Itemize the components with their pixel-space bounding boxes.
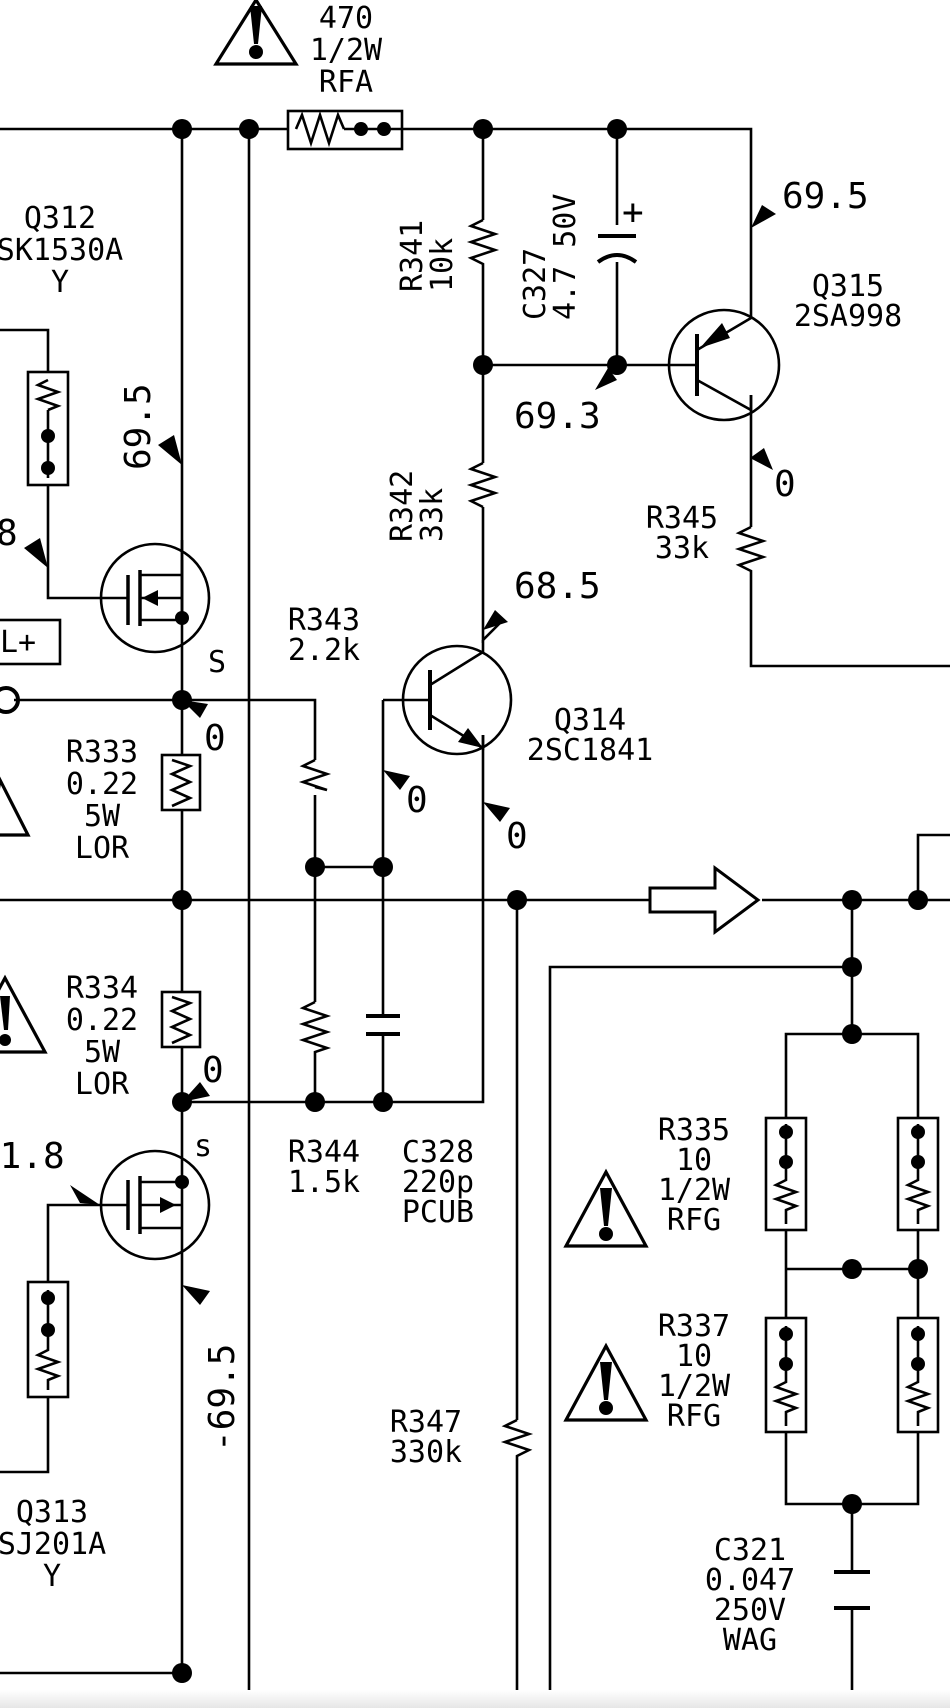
- v-0-lower: 0: [202, 1050, 224, 1091]
- v-0-q315: 0: [774, 464, 796, 505]
- v-0-emit: 0: [506, 816, 528, 857]
- l-plus-label: L+: [0, 625, 36, 660]
- voltage-pointers: [24, 205, 776, 1305]
- capacitor-c327: [596, 234, 638, 264]
- resistor-r342: [466, 461, 500, 509]
- transistor-q314: [401, 640, 513, 756]
- v-69-5-right: 69.5: [782, 176, 869, 217]
- resistor-r334: [160, 990, 202, 1049]
- resistor-r341: [466, 218, 500, 270]
- warning-icon: [0, 776, 31, 837]
- v-neg-69-5: -69.5: [202, 1344, 243, 1452]
- resistor-r333: [160, 753, 202, 812]
- s-lower: s: [194, 1129, 212, 1164]
- v-69-3: 69.3: [514, 396, 601, 437]
- v-0-base: 0: [406, 780, 428, 821]
- warning-icon: [563, 1168, 649, 1248]
- resistor-r335-pair: [764, 1116, 940, 1232]
- v-68-5: 68.5: [514, 566, 601, 607]
- v-0-s: 0: [204, 718, 226, 759]
- warning-icon: [563, 1342, 649, 1422]
- resistor-q312-gate: [26, 370, 70, 487]
- v-1-8: -1.8: [0, 1136, 65, 1177]
- resistor-470-rfa: [286, 109, 404, 151]
- r341-label: R34110k: [395, 220, 460, 292]
- resistor-r343: [298, 758, 332, 792]
- resistor-q313-gate: [26, 1280, 70, 1399]
- warning-icon: [0, 974, 48, 1054]
- output-arrow-icon: [648, 865, 761, 935]
- resistor-r345: [734, 525, 768, 573]
- l-plus-box: [0, 618, 62, 666]
- transistor-q312: [99, 540, 211, 654]
- warning-icon: [213, 0, 299, 66]
- bottom-shade: [0, 1690, 950, 1708]
- capacitor-c321: [834, 1570, 870, 1610]
- c327-label: C3274.7 50V: [518, 194, 583, 320]
- resistor-r347: [500, 1418, 534, 1460]
- transistor-q315: [667, 228, 781, 422]
- resistor-r344: [298, 1000, 332, 1060]
- c327-plus: +: [622, 192, 644, 233]
- s-upper: S: [208, 645, 226, 680]
- junction-dots: [0, 119, 928, 1683]
- transistor-q313: [99, 1149, 211, 1261]
- capacitor-c328: [366, 1014, 400, 1036]
- r342-label: R34233k: [385, 470, 450, 542]
- resistor-r337-pair: [764, 1316, 940, 1434]
- v-8-left: 8: [0, 513, 18, 554]
- v-69-5-left: 69.5: [118, 383, 159, 470]
